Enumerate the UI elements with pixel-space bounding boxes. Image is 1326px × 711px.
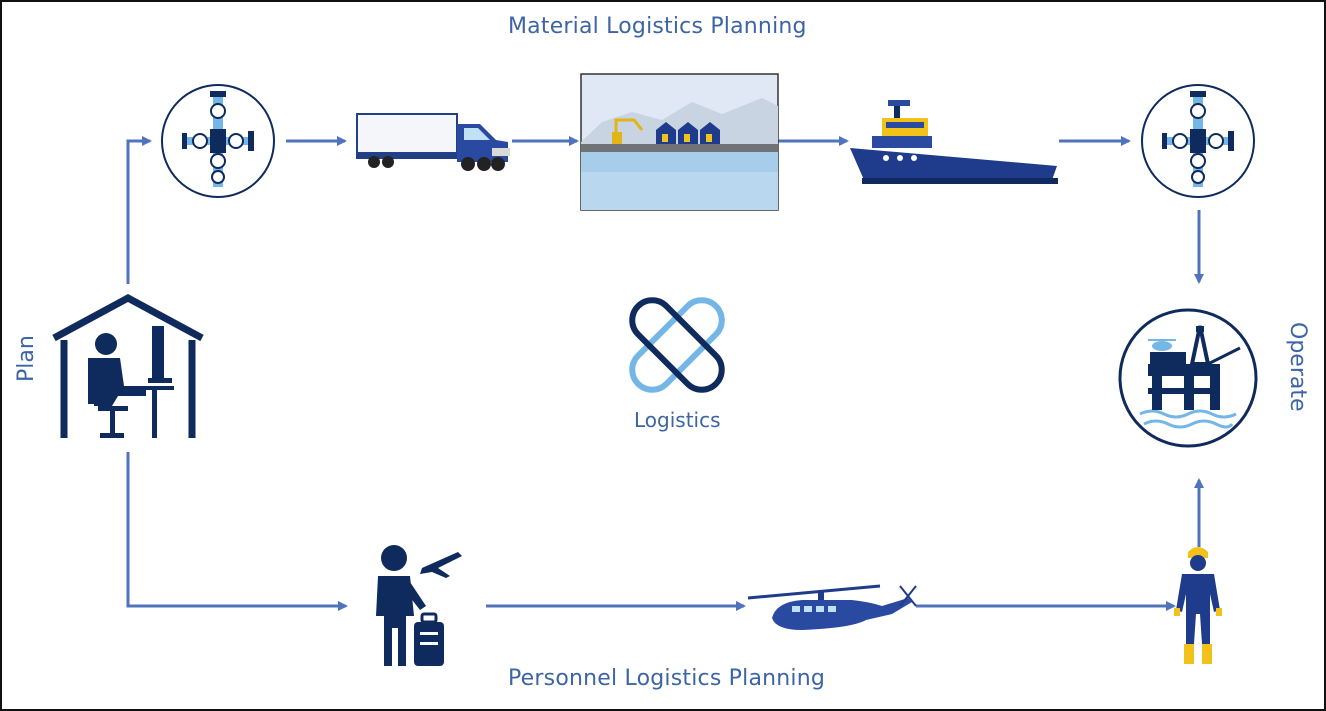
supply-vessel-icon: [850, 100, 1058, 184]
material-logistics-title: Material Logistics Planning: [508, 14, 807, 39]
traveler-icon: [376, 545, 462, 666]
offshore-platform-icon: [1118, 308, 1258, 448]
wellhead-icon: [1141, 84, 1255, 198]
logistics-logo-icon: [629, 297, 725, 393]
truck-icon: [356, 113, 510, 171]
helicopter-icon: [747, 584, 917, 630]
plan-label: Plan: [14, 335, 39, 382]
wellhead-icon: [161, 84, 275, 198]
offshore-worker-icon: [1174, 547, 1222, 664]
arrow-plan-to-traveler: [126, 452, 348, 611]
flow-arrows: [126, 136, 1204, 611]
operate-label: Operate: [1285, 322, 1310, 412]
personnel-logistics-title: Personnel Logistics Planning: [508, 666, 826, 691]
logistics-label: Logistics: [634, 408, 721, 432]
arrow-plan-to-wellhead: [126, 136, 152, 284]
harbor-warehouse-icon: [580, 73, 779, 211]
planner-office-icon: [52, 294, 204, 438]
